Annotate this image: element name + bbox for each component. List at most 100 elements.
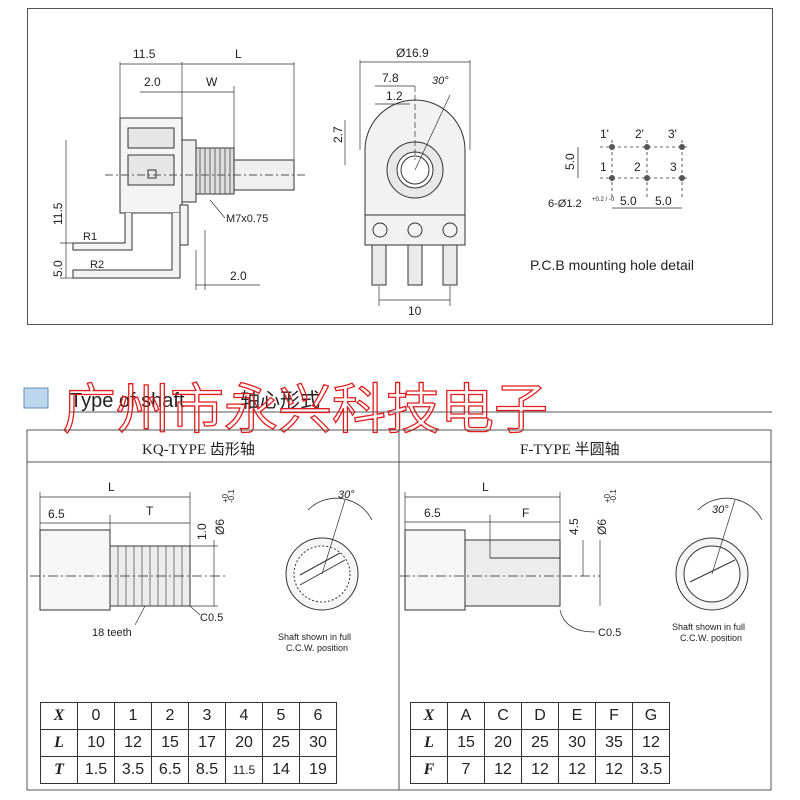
kq-shaft-drawing — [30, 492, 373, 626]
kq-note-line1: Shaft shown in full — [278, 632, 351, 642]
kq-dim-T: T — [146, 504, 154, 518]
dim-5-0-side: 5.0 — [51, 260, 65, 277]
f-dim-tol-upper: +0 — [603, 493, 612, 503]
kq-cell: 4 — [225, 702, 263, 730]
dim-2-7: 2.7 — [331, 126, 345, 143]
f-cell: 12 — [558, 756, 596, 784]
f-cell: L — [410, 729, 448, 757]
dim-L-top: L — [235, 47, 242, 61]
f-title: F-TYPE 半圆轴 — [520, 441, 620, 458]
f-cell: 12 — [595, 756, 633, 784]
kq-cell: 6.5 — [151, 756, 189, 784]
f-cell: F — [595, 702, 633, 730]
f-cell: E — [558, 702, 596, 730]
f-cell: 12 — [484, 756, 522, 784]
f-dim-F: F — [522, 506, 529, 520]
f-row-x: X A C D E F G — [410, 702, 670, 730]
f-note-line1: Shaft shown in full — [672, 622, 745, 632]
kq-cell: 1.5 — [77, 756, 115, 784]
pcb-caption: P.C.B mounting hole detail — [530, 257, 694, 273]
f-angle: 30° — [712, 504, 729, 516]
f-dim-c0-5: C0.5 — [598, 627, 621, 639]
kq-cell: 15 — [151, 729, 189, 757]
dim-10: 10 — [408, 304, 422, 318]
kq-row-t: T 1.5 3.5 6.5 8.5 11.5 14 19 — [40, 756, 337, 784]
kq-row-l: L 10 12 15 17 20 25 30 — [40, 729, 337, 757]
kq-cell: 30 — [299, 729, 337, 757]
f-note-line2: C.C.W. position — [680, 633, 742, 643]
kq-cell: 14 — [262, 756, 300, 784]
section-square-icon — [23, 387, 49, 409]
f-spec-table: X A C D E F G L 15 20 25 30 35 12 F 7 12… — [410, 702, 670, 784]
f-dim-tol-lower: -0.1 — [609, 489, 618, 503]
pcb-label-1: 1 — [600, 160, 607, 174]
kq-cell: 25 — [262, 729, 300, 757]
dim-M7: M7x0.75 — [226, 213, 268, 225]
pcb-hole-spec: 6-Ø1.2 — [548, 198, 582, 210]
kq-dim-c0-5: C0.5 — [200, 612, 223, 624]
kq-dim-tol-lower: -0.1 — [227, 489, 236, 503]
kq-cell: 8.5 — [188, 756, 226, 784]
f-cell: 12 — [521, 756, 559, 784]
f-cell: A — [447, 702, 485, 730]
f-dim-dia-6: Ø6 — [595, 519, 609, 535]
pcb-dim-5-0-a: 5.0 — [620, 194, 637, 208]
kq-cell: 20 — [225, 729, 263, 757]
f-row-l: L 15 20 25 30 35 12 — [410, 729, 670, 757]
kq-cell: 10 — [77, 729, 115, 757]
f-cell: 7 — [447, 756, 485, 784]
kq-cell: 5 — [262, 702, 300, 730]
dim-11-5-top: 11.5 — [133, 47, 156, 61]
pcb-dim-5-0-b: 5.0 — [655, 194, 672, 208]
f-dim-6-5: 6.5 — [424, 506, 441, 520]
f-cell: X — [410, 702, 448, 730]
kq-row-x: X 0 1 2 3 4 5 6 — [40, 702, 337, 730]
kq-teeth-label: 18 teeth — [92, 627, 132, 639]
dim-R2: R2 — [90, 259, 104, 271]
pcb-label-2: 2 — [634, 160, 641, 174]
kq-cell: 2 — [151, 702, 189, 730]
kq-cell: 3 — [188, 702, 226, 730]
f-cell: 20 — [484, 729, 522, 757]
kq-title: KQ-TYPE 齿形轴 — [142, 441, 255, 458]
pcb-label-2p: 2' — [635, 127, 644, 141]
dim-30-deg-top: 30° — [432, 75, 449, 87]
kq-cell: 17 — [188, 729, 226, 757]
f-dim-L: L — [482, 480, 489, 494]
side-view — [60, 62, 305, 290]
f-cell: D — [521, 702, 559, 730]
kq-cell: 1 — [114, 702, 152, 730]
f-cell: G — [632, 702, 670, 730]
pcb-holes — [609, 144, 685, 181]
dim-W: W — [206, 75, 218, 89]
dim-2-0: 2.0 — [144, 75, 161, 89]
kq-cell: 12 — [114, 729, 152, 757]
kq-cell: 6 — [299, 702, 337, 730]
dim-7-8: 7.8 — [382, 71, 399, 85]
f-cell: 35 — [595, 729, 633, 757]
pcb-label-1p: 1' — [600, 127, 609, 141]
kq-cell: T — [40, 756, 78, 784]
section-title: Type of shaft — [70, 390, 185, 412]
kq-angle: 30° — [338, 489, 355, 501]
pcb-hole-tolerance: +0.2 / -0 — [592, 197, 615, 203]
f-cell: 3.5 — [632, 756, 670, 784]
kq-cell: 19 — [299, 756, 337, 784]
kq-dim-dia-6: Ø6 — [213, 519, 227, 535]
kq-dim-1-0: 1.0 — [195, 523, 209, 540]
pcb-label-3p: 3' — [668, 127, 677, 141]
dim-1-2: 1.2 — [386, 89, 403, 103]
kq-dim-6-5: 6.5 — [48, 507, 65, 521]
pcb-label-3: 3 — [670, 160, 677, 174]
f-cell: 30 — [558, 729, 596, 757]
f-cell: 12 — [632, 729, 670, 757]
mechanical-drawing-panel — [27, 8, 773, 325]
kq-cell: X — [40, 702, 78, 730]
watermark: 广州市永兴科技电子 — [62, 378, 548, 441]
dim-2-0-bottom: 2.0 — [230, 269, 247, 283]
section-title-cn: 轴心形式 — [240, 389, 320, 412]
dim-11-5-side: 11.5 — [51, 202, 65, 225]
f-row-f: F 7 12 12 12 12 3.5 — [410, 756, 670, 784]
kq-cell: L — [40, 729, 78, 757]
